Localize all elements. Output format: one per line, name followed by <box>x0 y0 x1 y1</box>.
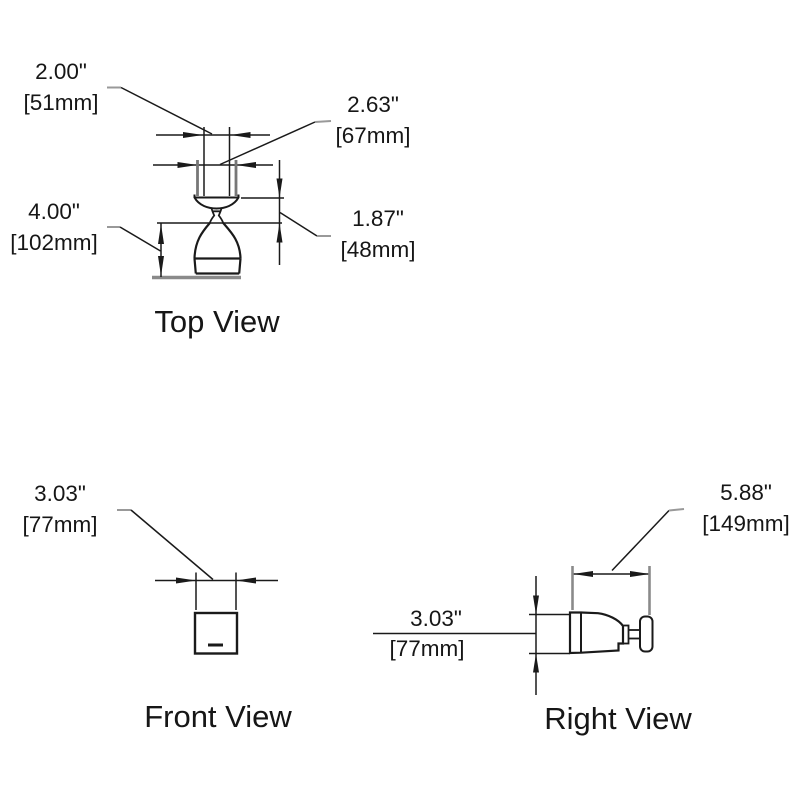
right-view-body-outline <box>568 611 625 655</box>
arrowhead <box>230 132 251 138</box>
dimension-label-bracket-inner-width: 2.00" [51mm] <box>0 56 141 118</box>
top-view-bell <box>193 222 242 275</box>
front-view-label: Front View <box>144 699 292 734</box>
top-view-linework <box>107 86 332 280</box>
front-view-linework <box>117 509 278 655</box>
right-view-wall-mount <box>639 615 654 653</box>
dimension-mm: [77mm] <box>22 512 98 537</box>
arrowhead <box>630 571 650 577</box>
leader-tick <box>668 508 685 512</box>
arrowhead <box>573 571 593 577</box>
right-view-label: Right View <box>544 701 692 736</box>
dimension-mm: [51mm] <box>23 90 99 115</box>
leader-line <box>119 226 161 252</box>
dimension-mm: [67mm] <box>335 123 411 148</box>
dimension-inches: 3.03" <box>34 481 86 506</box>
dimension-mm: [149mm] <box>702 511 790 536</box>
dimension-label-body-diameter-inches: 3.03" <box>356 603 516 634</box>
dimension-inches: 4.00" <box>28 199 80 224</box>
leader-tick <box>314 120 332 123</box>
dimension-label-face-width: 3.03" [77mm] <box>0 478 140 540</box>
dimension-inches: 3.03" <box>410 606 462 631</box>
front-view-body-outline <box>193 611 239 655</box>
arrowhead <box>176 577 196 584</box>
leader-line <box>219 121 316 166</box>
right-view-knuckle-flange <box>622 624 630 645</box>
top-view-neck <box>208 208 225 224</box>
dimension-label-body-diameter-mm: [77mm] <box>347 633 507 664</box>
dimension-mm: [48mm] <box>340 237 416 262</box>
arrowhead <box>183 132 203 138</box>
dimension-label-overall-depth: 5.88" [149mm] <box>666 477 800 539</box>
dimension-inches: 2.00" <box>35 59 87 84</box>
dimension-mm: [77mm] <box>389 636 465 661</box>
dimension-label-body-height: 4.00" [102mm] <box>0 196 134 258</box>
dimension-label-canopy-width: 2.63" [67mm] <box>293 89 453 151</box>
arrowhead <box>276 178 283 198</box>
arrowhead <box>236 577 256 584</box>
top-view-label: Top View <box>154 304 280 339</box>
right-view-linework <box>373 508 685 695</box>
leader-line <box>279 211 318 237</box>
top-view-canopy-dome <box>193 194 240 210</box>
arrowhead <box>236 162 256 168</box>
dimension-inches: 2.63" <box>347 92 399 117</box>
dimension-inches: 5.88" <box>720 480 772 505</box>
arrowhead <box>177 162 198 168</box>
leader-line <box>130 509 214 581</box>
dimension-label-canopy-depth: 1.87" [48mm] <box>298 203 458 265</box>
arrowhead <box>533 595 539 615</box>
arrowhead <box>158 256 164 276</box>
dimension-inches: 1.87" <box>352 206 404 231</box>
arrowhead <box>533 653 539 673</box>
leader-line <box>611 509 670 572</box>
leader-line <box>120 86 213 135</box>
dimension-mm: [102mm] <box>10 230 98 255</box>
arrowhead <box>276 223 283 243</box>
arrowhead <box>158 224 164 244</box>
